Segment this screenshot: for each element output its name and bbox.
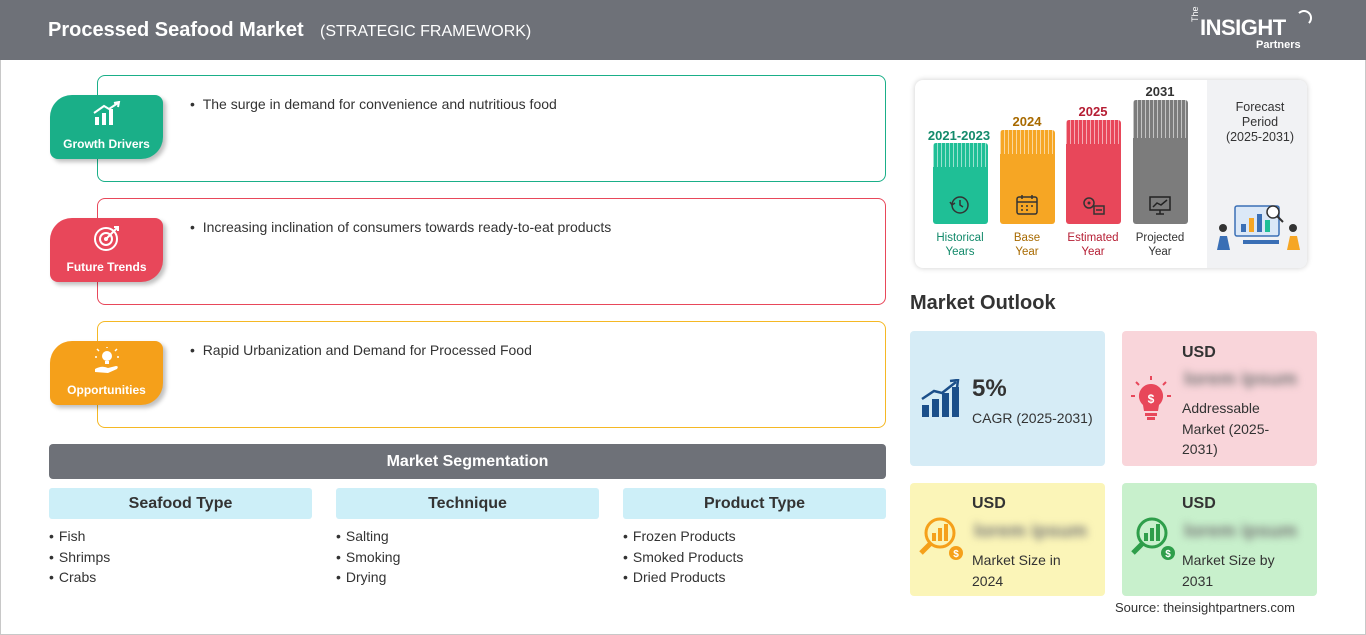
list-item: Smoking (336, 547, 599, 568)
timeline-bar-base (1000, 130, 1055, 224)
growth-drivers-badge: Growth Drivers (50, 95, 163, 159)
svg-text:$: $ (1148, 392, 1155, 406)
segment-list: Frozen Products Smoked Products Dried Pr… (623, 526, 886, 588)
segment-heading: Product Type (623, 488, 886, 519)
opportunities-text: • Rapid Urbanization and Demand for Proc… (190, 342, 532, 358)
magnifier-chart-icon: $ (1131, 517, 1175, 560)
segment-product-type: Product Type Frozen Products Smoked Prod… (623, 488, 886, 588)
opportunities-card: • Rapid Urbanization and Demand for Proc… (97, 321, 886, 428)
badge-label: Growth Drivers (63, 137, 150, 151)
list-item: Fish (49, 526, 312, 547)
timeline-bar-projected (1133, 100, 1188, 224)
opportunities-badge: Opportunities (50, 341, 163, 405)
segment-list: Salting Smoking Drying (336, 526, 599, 588)
future-trends-text: • Increasing inclination of consumers to… (190, 219, 612, 235)
source-text: Source: theinsightpartners.com (1115, 600, 1295, 615)
list-item: Smoked Products (623, 547, 886, 568)
list-item: Crabs (49, 567, 312, 588)
magnifier-chart-icon: $ (919, 517, 963, 560)
svg-text:$: $ (953, 549, 959, 560)
list-item: Drying (336, 567, 599, 588)
growth-drivers-card: • The surge in demand for convenience an… (97, 75, 886, 182)
growth-bars-icon (921, 379, 960, 417)
timeline-year: 2021-2023 (927, 128, 991, 143)
usd-label: USD (1182, 344, 1216, 361)
page-title: Processed Seafood Market (48, 19, 304, 41)
list-item: Dried Products (623, 567, 886, 588)
segment-technique: Technique Salting Smoking Drying (336, 488, 599, 588)
segment-heading: Technique (336, 488, 599, 519)
market-segmentation-header: Market Segmentation (49, 444, 886, 479)
growth-drivers-text: • The surge in demand for convenience an… (190, 96, 557, 112)
blurred-value: lorem ipsum (1184, 369, 1297, 390)
history-icon (949, 196, 969, 214)
list-item: Frozen Products (623, 526, 886, 547)
timeline-year: 2024 (1012, 114, 1042, 129)
usd-label: USD (972, 495, 1006, 512)
blurred-value: lorem ipsum (1184, 521, 1297, 542)
header-bar: Processed Seafood Market (STRATEGIC FRAM… (0, 0, 1366, 60)
market-outlook-title: Market Outlook (910, 292, 1056, 314)
page-subtitle: (STRATEGIC FRAMEWORK) (320, 23, 532, 40)
timeline-year: 2031 (1145, 84, 1175, 99)
blurred-value: lorem ipsum (974, 521, 1087, 542)
segment-seafood-type: Seafood Type Fish Shrimps Crabs (49, 488, 312, 588)
timeline-year: 2025 (1078, 104, 1108, 119)
estimate-gears-icon (1083, 197, 1105, 215)
usd-label: USD (1182, 495, 1216, 512)
cagr-label: CAGR (2025-2031) (972, 410, 1093, 426)
list-item: Salting (336, 526, 599, 547)
presentation-chart-icon (1149, 196, 1171, 215)
calendar-icon (1016, 195, 1038, 215)
future-trends-badge: Future Trends (50, 218, 163, 282)
idea-hand-icon (95, 347, 119, 373)
badge-label: Opportunities (67, 383, 146, 397)
target-icon (94, 226, 119, 251)
dollar-bulb-icon: $ (1131, 376, 1171, 420)
timeline-bar-historical (933, 143, 988, 224)
cagr-card: 5% CAGR (2025-2031) (910, 331, 1105, 466)
svg-text:$: $ (1165, 549, 1171, 560)
cagr-value: 5% (972, 375, 1007, 402)
badge-label: Future Trends (66, 260, 147, 274)
segment-list: Fish Shrimps Crabs (49, 526, 312, 588)
timeline-bar-estimated (1066, 120, 1121, 224)
list-item: Shrimps (49, 547, 312, 568)
analytics-people-icon (1217, 205, 1300, 250)
segment-heading: Seafood Type (49, 488, 312, 519)
insight-partners-logo[interactable]: The INSIGHT Partners (1190, 6, 1320, 54)
growth-chart-icon (93, 101, 121, 125)
future-trends-card: • Increasing inclination of consumers to… (97, 198, 886, 305)
